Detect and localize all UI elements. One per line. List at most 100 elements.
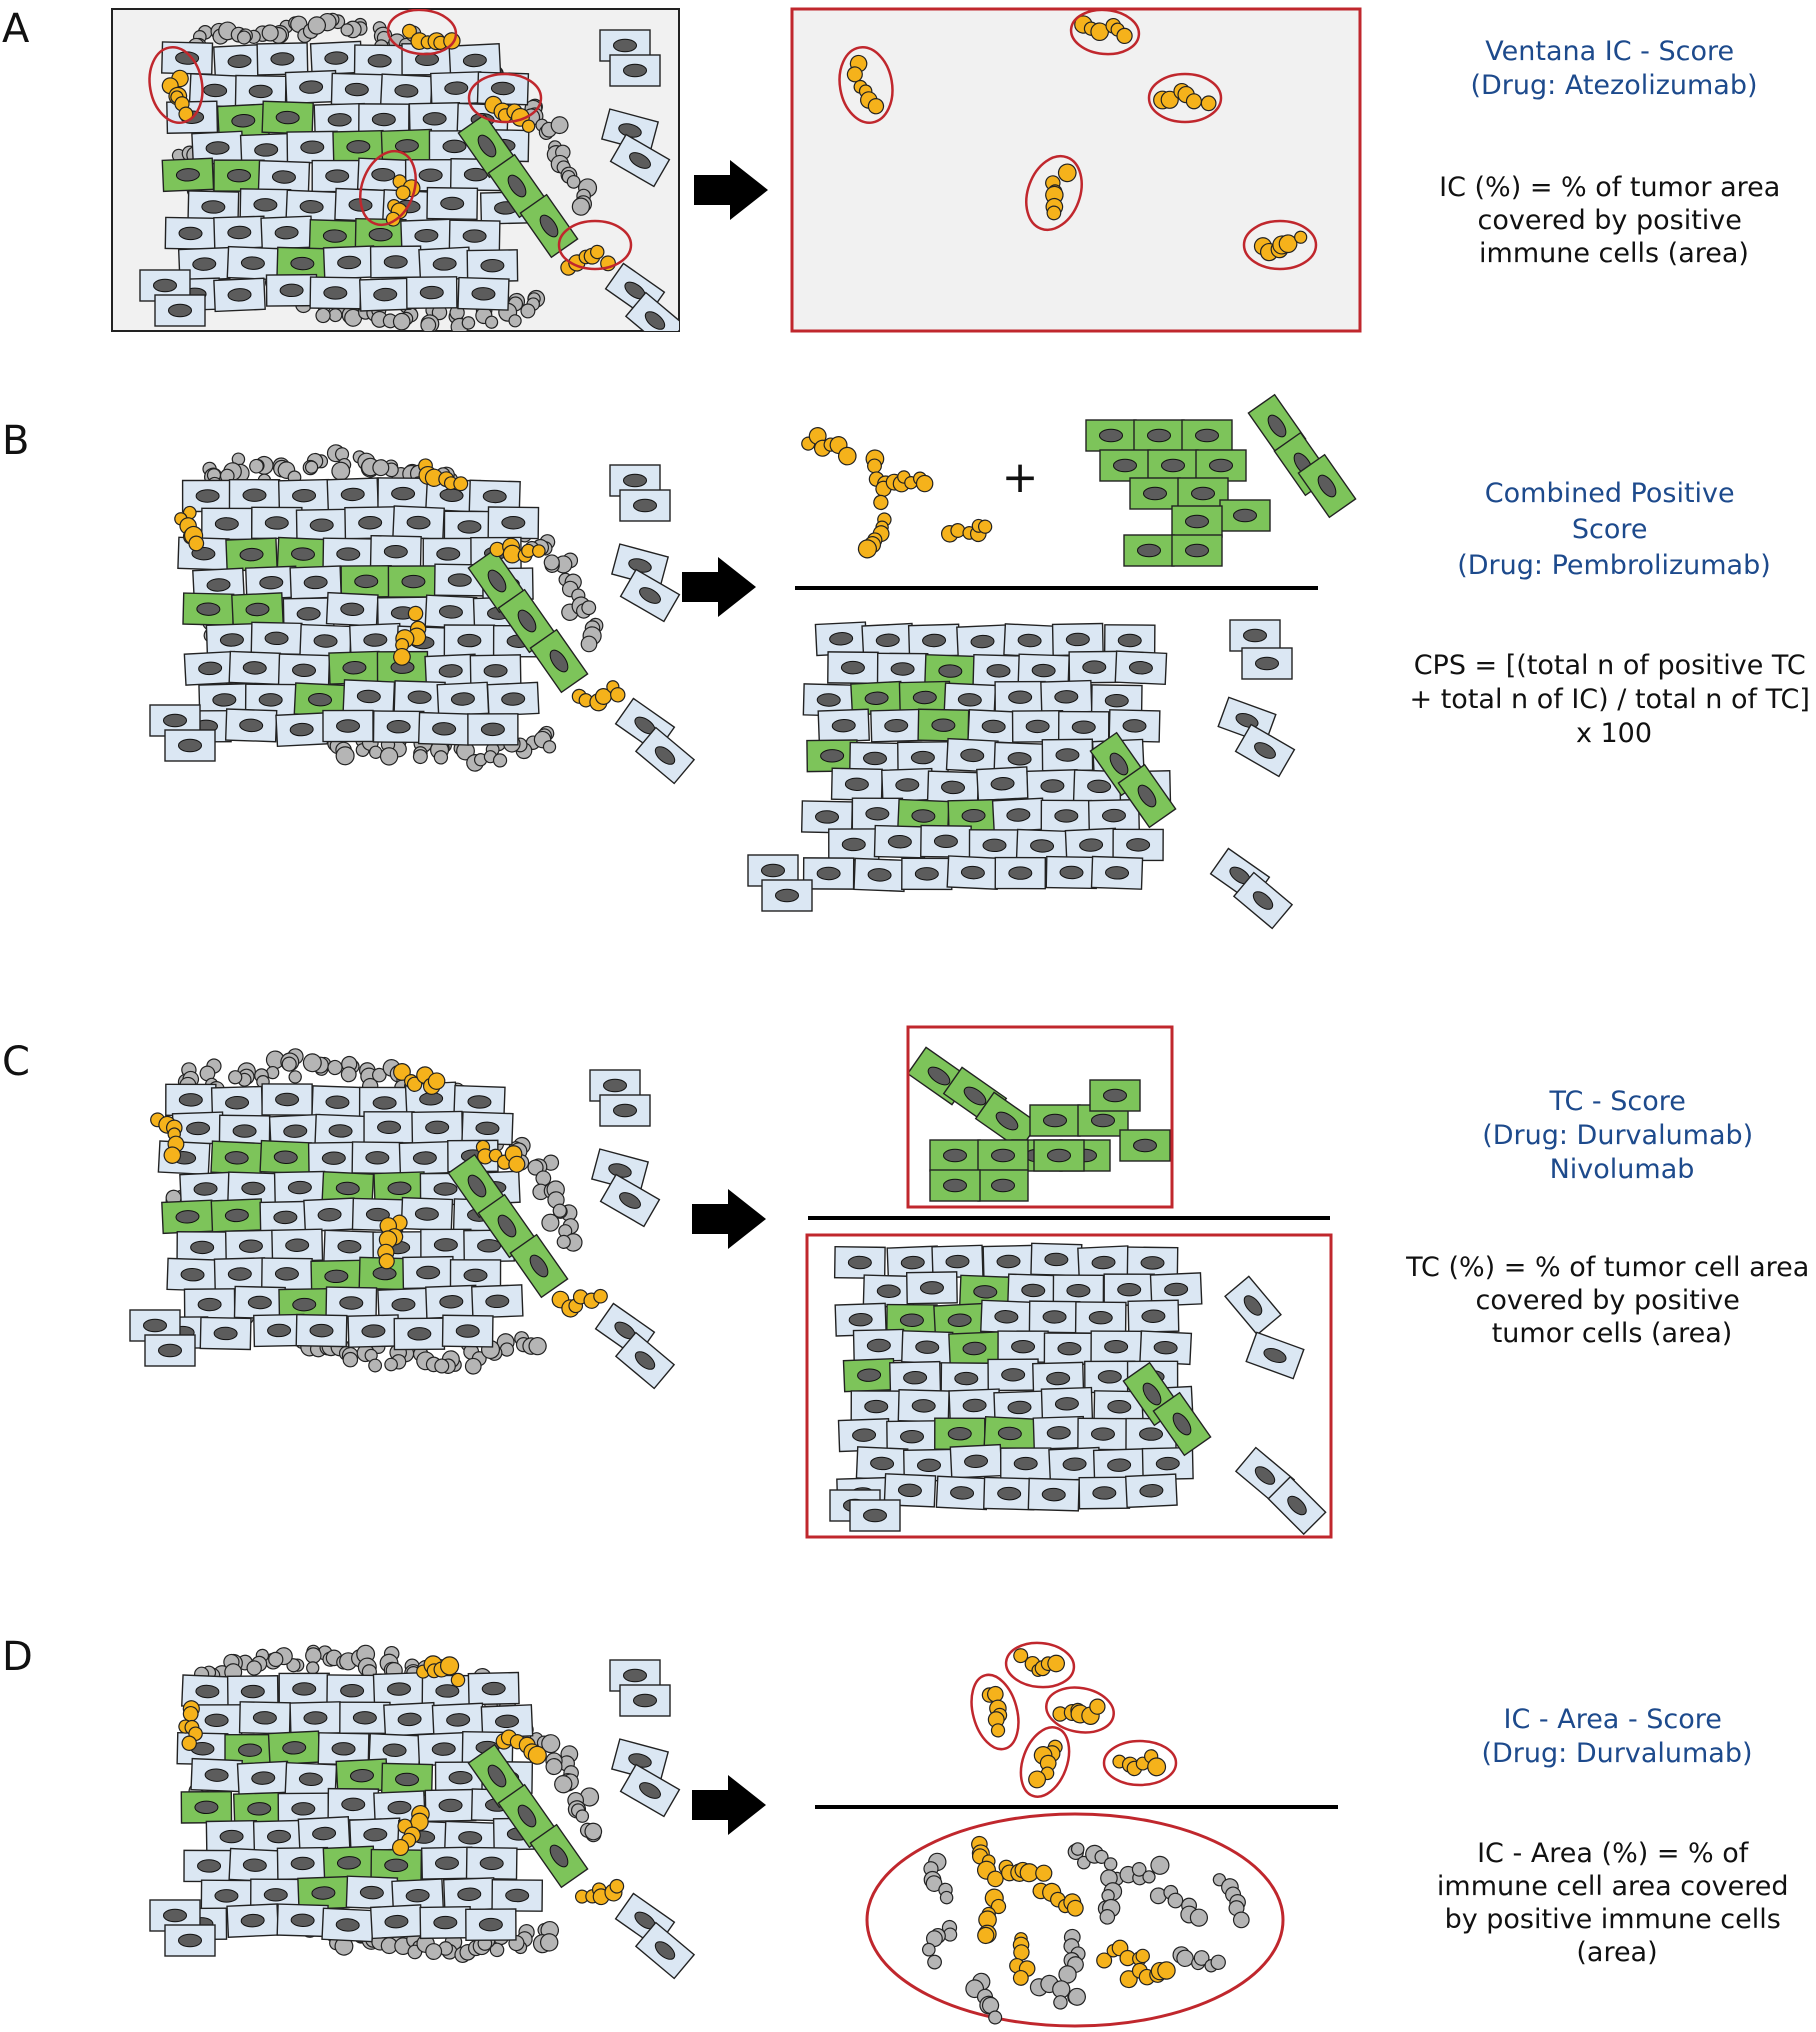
tumor-cell: [852, 1328, 905, 1363]
immune-cell: [558, 572, 586, 603]
tumor-cell: [183, 1849, 235, 1883]
tumor-cell: [830, 767, 883, 802]
immune-cell: [1149, 1884, 1209, 1927]
tumor-cell: [424, 653, 478, 689]
numerator-cells-c: [906, 1046, 1171, 1202]
tumor-cell: [426, 186, 479, 221]
positive-tumor-cell: [370, 1848, 423, 1882]
positive-tumor-cell: [161, 1199, 214, 1235]
tumor-cell: [761, 879, 813, 912]
tumor-cell: [1017, 653, 1070, 688]
immune-cell: [268, 1647, 305, 1673]
tumor-cell: [276, 1903, 329, 1938]
positive-tumor-cell: [376, 650, 429, 684]
positive-tumor-cell: [1099, 449, 1151, 482]
tumor-cell: [405, 276, 458, 309]
tumor-cell: [284, 1761, 338, 1797]
tumor-cell: [190, 1757, 243, 1793]
tumor-cell: [402, 1255, 455, 1290]
tumor-cell: [1093, 1390, 1146, 1424]
highlight-ring: [148, 46, 204, 124]
tumor-cell: [983, 1476, 1036, 1511]
tumor-cell: [599, 1094, 651, 1127]
tumor-cell: [271, 1228, 324, 1263]
positive-immune-cell: [392, 1804, 430, 1857]
tumor-cell: [199, 1316, 252, 1351]
tumor-cell: [425, 1284, 478, 1319]
tumor-cell: [889, 1360, 942, 1395]
tumor-cell: [1027, 1477, 1080, 1512]
tumor-cell: [383, 1701, 437, 1737]
tumor-cell: [609, 54, 661, 87]
tumor-cell: [614, 1331, 676, 1390]
positive-tumor-cell: [335, 1758, 389, 1794]
title-line: Ventana IC - Score: [1485, 36, 1734, 67]
tumor-cell: [256, 42, 309, 76]
tumor-cell: [747, 854, 799, 887]
tumor-cell: [987, 1358, 1039, 1392]
tumor-cell: [886, 1420, 938, 1454]
tumor-cell: [1245, 1331, 1305, 1380]
tumor-cell: [284, 69, 338, 105]
immune-cell: [307, 12, 346, 35]
positive-tumor-cell: [842, 1357, 896, 1393]
tumor-cell: [273, 1170, 326, 1205]
immune-cell: [1058, 1928, 1086, 1984]
immune-cell: [571, 178, 598, 216]
score-formula-c: TC (%) = % of tumor cell area covered by…: [1405, 1252, 1816, 1349]
positive-immune-cell: [377, 1214, 408, 1270]
arrow-b: [682, 557, 756, 617]
tumor-cell: [164, 1924, 216, 1957]
tumor-cell: [228, 1847, 282, 1883]
tumor-cell: [1090, 855, 1144, 890]
positive-immune-cell: [401, 23, 461, 51]
positive-tumor-cell: [529, 1823, 589, 1889]
positive-tumor-cell: [1219, 499, 1271, 532]
immune-cell: [556, 1218, 583, 1252]
positive-tumor-cell: [1129, 477, 1181, 510]
immune-cell: [1029, 1974, 1086, 2010]
tumor-cell: [993, 741, 1046, 776]
tumor-cell: [814, 621, 868, 657]
tumor-cell: [234, 74, 287, 109]
immune-cell: [554, 1765, 579, 1794]
positive-immune-cell: [1028, 1739, 1063, 1789]
title-line: (Drug: Atezolizumab): [1470, 70, 1757, 101]
positive-immune-cell: [1032, 1882, 1084, 1917]
tumor-cell: [467, 713, 519, 746]
tumor-cell: [1077, 1417, 1129, 1451]
positive-immune-cell: [981, 1685, 1008, 1738]
immune-cell: [302, 1053, 332, 1076]
highlight-ring: [1004, 1641, 1076, 1689]
tumor-cell: [201, 507, 253, 541]
immune-cell: [280, 1048, 304, 1084]
positive-immune-cell: [1119, 1961, 1176, 1989]
positive-tumor-cell: [974, 1091, 1040, 1151]
positive-tumor-cell: [487, 153, 547, 219]
tumor-cell: [187, 190, 240, 224]
immune-cell: [327, 1055, 360, 1083]
tumor-cell: [1078, 1476, 1131, 1510]
tissue-section-b: [149, 444, 696, 785]
denominator-cells-d: [921, 1835, 1250, 2025]
tumor-cell: [599, 1173, 661, 1228]
positive-immune-cell: [393, 605, 427, 666]
immune-cell: [532, 1920, 560, 1954]
panel-c: C TC - Score (Drug: Durvalumab) Nivoluma…: [2, 1025, 1816, 1539]
tumor-cell: [327, 1787, 380, 1821]
arrow-d: [692, 1775, 766, 1835]
formula-line: CPS = [(total n of positive TC: [1414, 650, 1806, 681]
positive-tumor-cell: [231, 592, 284, 627]
positive-tumor-cell: [917, 708, 970, 742]
plus-sign: +: [1002, 452, 1039, 503]
immune-cell: [580, 617, 604, 653]
tumor-cell: [619, 568, 681, 623]
tumor-cell: [253, 1313, 306, 1348]
formula-line: (area): [1576, 1937, 1657, 1968]
immune-cell: [448, 305, 476, 331]
tumor-cell: [870, 708, 923, 743]
tumor-cell: [1048, 1446, 1102, 1482]
highlight-ring: [1069, 9, 1141, 56]
immune-cell: [288, 15, 319, 43]
positive-tumor-cell: [929, 1139, 981, 1172]
